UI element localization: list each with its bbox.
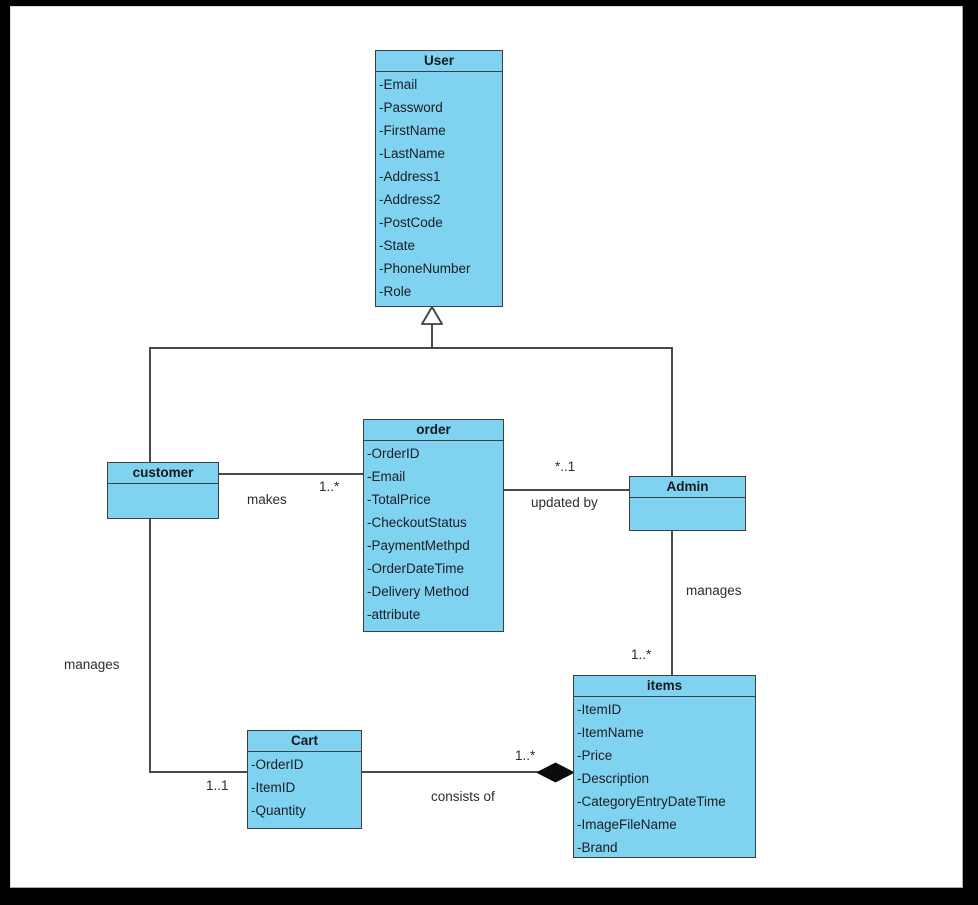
class-attribute: -CheckoutStatus <box>367 515 467 530</box>
admin-generalization-line <box>671 347 673 476</box>
class-attribute: -PostCode <box>379 215 443 230</box>
class-customer: customer <box>107 462 219 519</box>
class-attribute: -Quantity <box>251 803 306 818</box>
makes-multiplicity: 1..* <box>319 479 340 494</box>
consists-of-label: consists of <box>431 789 495 804</box>
class-order-attributes: -OrderID -Email -TotalPrice -CheckoutStatus… <box>364 441 503 627</box>
class-attribute: -attribute <box>367 607 421 622</box>
admin-manages-label: manages <box>686 583 742 598</box>
generalization-line-horizontal <box>149 347 673 349</box>
class-attribute: -PaymentMethpd <box>367 538 470 553</box>
customer-order-association <box>219 473 363 475</box>
class-attribute: -Address1 <box>379 169 441 184</box>
class-admin-attributes <box>630 498 745 500</box>
class-cart-attributes: -OrderID -ItemID -Quantity <box>248 752 361 823</box>
class-admin: Admin <box>629 476 746 531</box>
customer-cart-association-horizontal <box>149 771 247 773</box>
class-items-attributes: -ItemID -ItemName -Price -Description -Categ… <box>574 697 755 860</box>
consists-of-multiplicity: 1..* <box>515 748 536 763</box>
class-user-title: User <box>376 51 502 72</box>
class-attribute: -Email <box>367 469 406 484</box>
class-order: order -OrderID -Email -TotalPrice -Checkout… <box>363 419 504 632</box>
class-user: User -Email-Password-FirstName-LastName-… <box>375 50 503 307</box>
class-attribute: -Description <box>577 771 650 786</box>
class-items: items -ItemID -ItemName -Price -Description… <box>573 675 756 858</box>
composition-diamond-icon <box>537 762 574 783</box>
admin-manages-multiplicity: 1..* <box>631 647 652 662</box>
class-attribute: -Brand <box>577 840 618 855</box>
class-attribute: -Address2 <box>379 192 441 207</box>
class-customer-attributes <box>108 484 218 486</box>
class-attribute: -Email <box>379 77 418 92</box>
makes-label: makes <box>247 492 287 507</box>
class-attribute: -ItemID <box>577 702 622 717</box>
class-attribute: -ImageFileName <box>577 817 677 832</box>
order-admin-association <box>504 489 629 491</box>
customer-cart-association-vertical <box>149 519 151 773</box>
class-attribute: -FirstName <box>379 123 446 138</box>
class-cart: Cart -OrderID -ItemID -Quantity <box>247 730 362 829</box>
class-attribute: -Price <box>577 748 613 763</box>
class-attribute: -Role <box>379 284 412 299</box>
class-attribute: -Password <box>379 100 443 115</box>
class-attribute: -ItemName <box>577 725 644 740</box>
class-attribute: -OrderDateTime <box>367 561 465 576</box>
class-attribute: -OrderID <box>251 757 304 772</box>
class-user-attributes: -Email -Password -FirstName -LastName -Addre… <box>376 72 502 304</box>
class-attribute: -State <box>379 238 416 253</box>
class-attribute: -OrderID <box>367 446 420 461</box>
class-items-title: items <box>574 676 755 697</box>
customer-generalization-line <box>149 347 151 462</box>
class-cart-title: Cart <box>248 731 361 752</box>
class-attribute: -TotalPrice <box>367 492 431 507</box>
customer-manages-label: manages <box>64 657 120 672</box>
class-attribute: -CategoryEntryDateTime <box>577 794 726 809</box>
generalization-triangle-icon <box>421 306 443 325</box>
class-customer-title: customer <box>108 463 218 484</box>
admin-items-association <box>671 531 673 675</box>
customer-manages-multiplicity: 1..1 <box>206 778 229 793</box>
class-attribute: -LastName <box>379 146 446 161</box>
updated-by-label: updated by <box>531 495 598 510</box>
class-attribute: -PhoneNumber <box>379 261 471 276</box>
class-admin-title: Admin <box>630 477 745 498</box>
class-order-title: order <box>364 420 503 441</box>
class-attribute: -Delivery Method <box>367 584 470 599</box>
class-attribute: -ItemID <box>251 780 296 795</box>
updated-by-multiplicity: *..1 <box>555 459 576 474</box>
generalization-line-vertical <box>431 324 433 348</box>
cart-items-association <box>362 771 540 773</box>
